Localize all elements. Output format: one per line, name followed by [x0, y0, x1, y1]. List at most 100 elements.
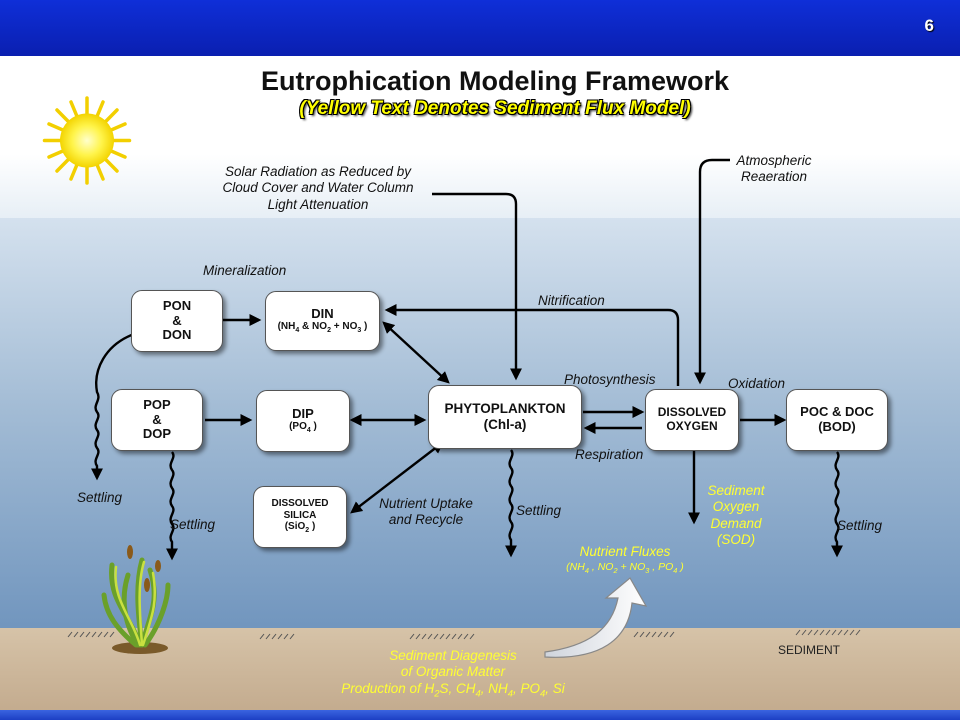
box-dip-detail: (PO4 ) [289, 421, 317, 435]
box-dip: DIP (PO4 ) [256, 390, 350, 452]
diag-part: Production of H [341, 680, 435, 696]
seaweed-icon [101, 545, 171, 654]
nutrient-flux-arrow [544, 577, 648, 658]
flux-sub: 2 [613, 566, 618, 576]
box-silica-line2: SILICA [283, 509, 317, 521]
label-line: Sediment [707, 483, 765, 498]
arrow-silica-phyto [350, 441, 444, 514]
box-dissolved-oxygen: DISSOLVED OXYGEN [645, 389, 739, 451]
page-subtitle: (Yellow Text Denotes Sediment Flux Model… [299, 98, 691, 119]
diag-part: S, CH [439, 680, 476, 696]
label-nutrient-fluxes-detail: (NH4 , NO2 + NO3 , PO4 ) [540, 561, 710, 576]
box-din: DIN (NH4 & NO2 + NO3 ) [265, 291, 380, 351]
box-silica-detail-part: ) [309, 521, 316, 533]
label-line: Cloud Cover and Water Column [222, 180, 414, 196]
label-mineralization: Mineralization [203, 263, 287, 278]
label-sediment: SEDIMENT [778, 643, 841, 657]
label-settling-phyto: Settling [516, 503, 562, 518]
box-pon-don: PON & DON [131, 290, 223, 352]
sun-icon [42, 96, 132, 185]
label-respiration: Respiration [575, 447, 644, 462]
box-silica-detail-sub: 2 [305, 527, 310, 535]
label-solar-radiation: Solar Radiation as Reduced by Cloud Cove… [205, 164, 431, 213]
box-dip-detail-sub: 4 [306, 427, 311, 435]
label-nutrient-uptake: Nutrient Uptake and Recycle [366, 496, 486, 529]
diag-part: , Si [545, 680, 565, 696]
box-din-detail-sub: 3 [357, 327, 362, 335]
box-line: DOP [142, 426, 172, 442]
arrow-settling-poc [831, 451, 843, 558]
label-nutrient-fluxes: Nutrient Fluxes [579, 544, 671, 559]
box-line: (Chl-a) [483, 417, 527, 432]
diag-part: , PO [513, 680, 541, 696]
sediment-layer [0, 628, 960, 712]
label-line: Reaeration [740, 169, 808, 185]
box-silica-detail-part: (SiO [284, 521, 306, 533]
arrow-solar [432, 192, 522, 381]
sky-area [0, 56, 960, 220]
label-nitrification: Nitrification [538, 293, 605, 308]
label-line: Production of H2S, CH4, NH4, PO4, Si [318, 681, 588, 700]
box-dissolved-silica: DISSOLVED SILICA (SiO2 ) [253, 486, 347, 548]
box-poc-doc: POC & DOC (BOD) [786, 389, 888, 451]
box-din-detail-sub: 2 [327, 327, 331, 335]
label-line: Atmospheric [736, 153, 812, 168]
label-line: of Organic Matter [400, 664, 506, 680]
flux-part: , NO [588, 561, 614, 573]
box-phytoplankton: PHYTOPLANKTON (Chl-a) [428, 385, 582, 449]
box-line: & [172, 312, 182, 328]
label-oxidation: Oxidation [728, 376, 786, 391]
box-dip-name: DIP [292, 405, 314, 421]
box-din-detail-sub: 4 [295, 327, 300, 335]
page-title: Eutrophication Modeling Framework [260, 66, 730, 96]
label-settling-pop: Settling [170, 517, 216, 532]
box-din-detail: (NH4 & NO2 + NO3 ) [278, 321, 368, 335]
diag-sub: 4 [475, 688, 481, 700]
label-settling-pon: Settling [77, 490, 123, 505]
page-number: 6 [924, 16, 934, 35]
box-dip-detail-part: (PO [289, 421, 307, 433]
box-dip-detail-part: ) [310, 421, 317, 433]
label-sod: Sediment Oxygen Demand (SOD) [696, 483, 776, 549]
box-line: (BOD) [818, 419, 856, 434]
box-silica-detail: (SiO2 ) [285, 521, 316, 535]
label-line: Nutrient Uptake [379, 496, 473, 511]
arrow-settling-pop [166, 451, 178, 561]
box-line: POC & DOC [800, 404, 874, 420]
box-din-name: DIN [311, 305, 334, 321]
label-line: Oxygen [712, 499, 760, 515]
arrow-nitrification [384, 304, 680, 386]
header-bar: 6 [0, 0, 960, 56]
flux-part: + NO [617, 561, 646, 573]
label-line: Demand [710, 515, 762, 531]
label-line: Solar Radiation as Reduced by [224, 164, 412, 179]
arrow-din-phyto [382, 321, 450, 384]
diag-sub: 2 [434, 688, 440, 700]
label-line: and Recycle [388, 512, 464, 528]
box-line: PHYTOPLANKTON [444, 401, 566, 417]
diag-sub: 4 [540, 688, 546, 700]
arrow-settling-pon [91, 332, 135, 481]
flux-sub: 4 [584, 566, 589, 576]
arrow-atmospheric [694, 158, 730, 385]
flux-sub: 3 [645, 566, 650, 576]
diag-part: , NH [480, 680, 508, 696]
box-line: PON [162, 297, 192, 313]
box-line: OXYGEN [666, 419, 718, 433]
box-silica-line1: DISSOLVED [271, 498, 329, 510]
label-photosynthesis: Photosynthesis [564, 372, 656, 387]
label-line: (SOD) [716, 532, 756, 548]
box-din-detail-part: ) [361, 321, 368, 333]
box-pop-dop: POP & DOP [111, 389, 203, 451]
box-line: & [152, 411, 162, 427]
flux-part: (NH [566, 561, 585, 573]
flux-part: , PO [649, 561, 674, 573]
label-settling-poc: Settling [837, 518, 883, 533]
arrow-settling-phyto [505, 449, 517, 558]
label-atmospheric-reaeration: Atmospheric Reaeration [724, 153, 824, 186]
label-sediment-diagenesis: Sediment Diagenesis of Organic Matter Pr… [318, 648, 588, 700]
diag-sub: 4 [507, 688, 514, 700]
box-din-detail-part: & NO [299, 321, 328, 333]
